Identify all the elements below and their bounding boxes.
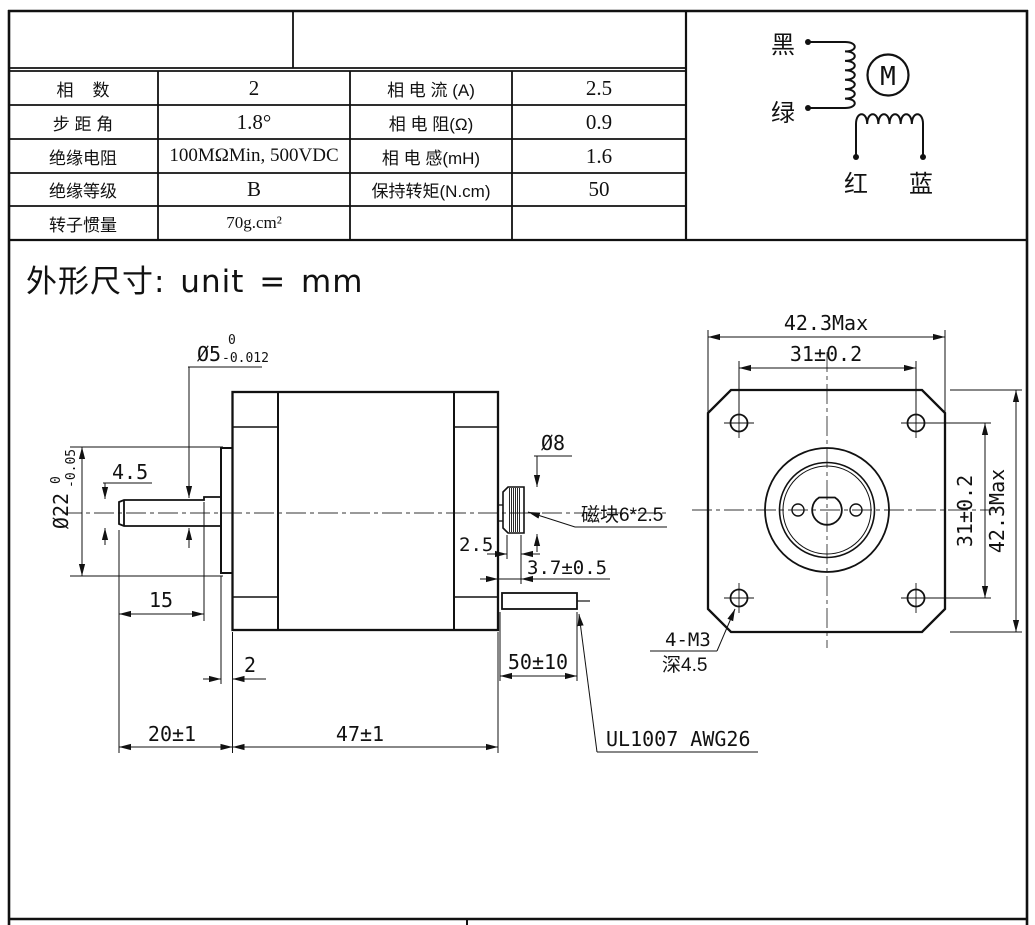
- dim-flange-height: 42.3Max: [950, 389, 1022, 633]
- spec-label: 保持转矩(N.cm): [371, 182, 491, 201]
- lead-label-black: 黑: [771, 32, 795, 59]
- spec-label: 相 电 感(mH): [381, 148, 481, 168]
- phase-a-coil: [808, 41, 856, 110]
- lead-label-blue: 蓝: [909, 171, 933, 198]
- svg-text:-0.012: -0.012: [222, 351, 269, 366]
- section-title: 外形尺寸: unit = mm: [26, 264, 364, 300]
- svg-text:UL1007 AWG26: UL1007 AWG26: [606, 727, 751, 751]
- spec-value: 50: [588, 177, 610, 201]
- svg-text:2: 2: [244, 653, 256, 677]
- page-frame: [7, 9, 1029, 925]
- spec-table-grid: [8, 11, 688, 240]
- mounting-hole-callout: 4-M3 深4.5: [650, 608, 736, 676]
- side-view: [62, 390, 668, 632]
- spec-label: 转子惯量: [49, 215, 117, 235]
- svg-text:磁块6*2.5: 磁块6*2.5: [581, 504, 663, 526]
- svg-text:0: 0: [228, 333, 236, 348]
- dim-shaft-length: 20±1: [118, 621, 233, 753]
- rear-magnet: [498, 486, 525, 534]
- phase-b-coil: [855, 113, 925, 157]
- pilot-and-shaft-circles: [764, 447, 890, 573]
- spec-value: 1.6: [585, 143, 613, 168]
- spec-label: 绝缘电阻: [49, 148, 117, 168]
- lead-label-red: 红: [844, 171, 868, 198]
- svg-text:42.3Max: 42.3Max: [985, 469, 1009, 553]
- front-view-dimensions: 42.3Max 31±0.2 31±0.2: [650, 311, 1022, 676]
- dim-hole-pitch-horizontal: 31±0.2: [738, 342, 917, 420]
- dim-rear-shaft-diameter: Ø8: [533, 431, 572, 552]
- lead-label-green: 绿: [771, 100, 795, 127]
- spec-label: [350, 206, 512, 240]
- spec-label: 步 距 角: [52, 114, 114, 134]
- spec-label: 绝缘等级: [49, 182, 117, 201]
- dim-rear-protrusion: 3.7±0.5: [480, 557, 610, 584]
- svg-text:Ø8: Ø8: [541, 431, 565, 455]
- motor-symbol: M: [880, 62, 896, 92]
- svg-text:31±0.2: 31±0.2: [953, 475, 977, 547]
- svg-text:Ø5: Ø5: [197, 342, 221, 366]
- svg-text:50±10: 50±10: [508, 650, 568, 674]
- spec-value: [512, 206, 686, 240]
- spec-value: 2: [248, 75, 260, 100]
- cable-spec-callout: UL1007 AWG26: [577, 613, 758, 753]
- svg-text:0: 0: [49, 476, 64, 484]
- svg-text:15: 15: [149, 588, 173, 612]
- title-block-cell-left: [8, 11, 293, 68]
- dim-shaft-flat: 4.5: [101, 460, 152, 545]
- lead-cable: [501, 592, 590, 610]
- svg-text:20±1: 20±1: [148, 722, 196, 746]
- spec-value: 100MΩMin, 500VDC: [169, 145, 339, 166]
- spec-value: 2.5: [585, 75, 613, 100]
- wiring-diagram: 黑 绿 M 红 蓝: [771, 32, 933, 198]
- dim-shaft-diameter: Ø5 0 -0.012: [185, 333, 269, 548]
- svg-text:4-M3: 4-M3: [665, 629, 711, 651]
- svg-text:2.5: 2.5: [459, 534, 493, 556]
- svg-text:42.3Max: 42.3Max: [784, 311, 868, 335]
- svg-text:-0.05: -0.05: [64, 449, 79, 488]
- terminal-dot: [853, 154, 859, 160]
- title-block-cell-right: [293, 11, 686, 68]
- side-view-dimensions: Ø5 0 -0.012 4.5: [49, 333, 758, 753]
- dim-cable-length: 50±10: [499, 612, 578, 681]
- spec-label: 相 电 流 (A): [387, 80, 475, 100]
- spec-label: 相 电 阻(Ω): [388, 114, 474, 134]
- svg-text:4.5: 4.5: [112, 460, 148, 484]
- front-view: [692, 352, 998, 648]
- dim-boss-depth: 2: [203, 576, 266, 684]
- dim-flat-length: 15: [118, 502, 205, 621]
- spec-value: 0.9: [585, 109, 613, 134]
- dim-magnet-thickness: 2.5: [459, 534, 540, 559]
- dim-flange-width: 42.3Max: [707, 311, 946, 413]
- svg-text:31±0.2: 31±0.2: [790, 342, 862, 366]
- dim-body-length: 47±1: [232, 632, 499, 753]
- dim-boss-diameter: Ø22 0 -0.05: [49, 446, 223, 577]
- magnet-callout: 磁块6*2.5: [527, 504, 667, 528]
- svg-text:深4.5: 深4.5: [662, 654, 707, 676]
- dim-hole-pitch-vertical: 31±0.2: [926, 422, 991, 599]
- spec-value: B: [246, 177, 261, 201]
- spec-label: 相 数: [56, 80, 110, 100]
- spec-value: 1.8°: [236, 109, 272, 134]
- motor-circle: [866, 53, 910, 97]
- svg-text:3.7±0.5: 3.7±0.5: [527, 557, 607, 579]
- mounting-holes: [724, 408, 931, 613]
- svg-text:Ø22: Ø22: [49, 493, 73, 529]
- pilot-boss: [220, 447, 234, 574]
- terminal-dot: [920, 154, 926, 160]
- spec-value: 70g.cm²: [226, 213, 282, 232]
- svg-text:47±1: 47±1: [336, 722, 384, 746]
- motor-shaft: [118, 496, 221, 527]
- flange-outline: [706, 388, 947, 634]
- motor-body: [231, 390, 500, 632]
